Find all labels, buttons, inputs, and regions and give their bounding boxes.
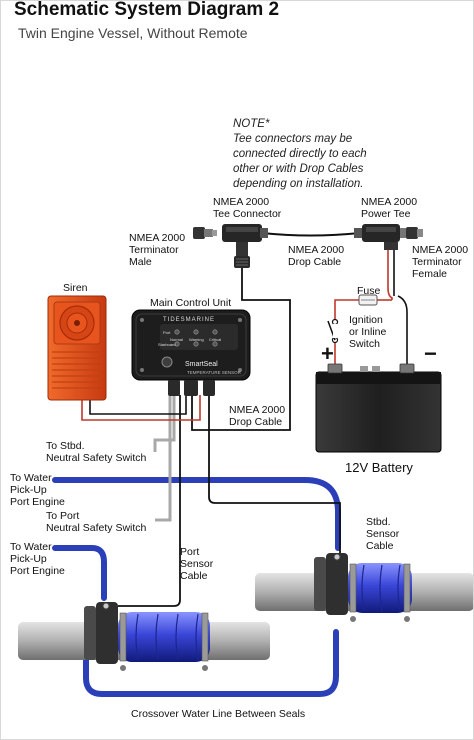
- mcu-product-subtitle: TEMPERATURE SENSOR: [187, 370, 241, 375]
- label-port-neutral-switch: To Port Neutral Safety Switch: [46, 510, 147, 534]
- label-stbd-neutral-switch: To Stbd. Neutral Safety Switch: [46, 440, 147, 464]
- mcu-status-leds: [174, 329, 218, 347]
- battery-icon: [315, 363, 442, 453]
- nmea-backbone: [261, 232, 395, 300]
- mcu-warning-text: Warning: [189, 337, 204, 342]
- terminator-female-icon: [406, 227, 423, 239]
- mcu-brand-text: TIDESMARINE: [163, 317, 216, 323]
- stbd-seal: [314, 553, 412, 622]
- stbd-sensor-cable: [208, 395, 341, 555]
- siren-wires: [81, 395, 201, 421]
- neutral-wires: [153, 395, 176, 522]
- installation-note: NOTE* Tee connectors may be connected di…: [233, 118, 367, 190]
- ignition-switch: [327, 318, 339, 344]
- mcu-stbd-text: Starboard: [158, 342, 176, 347]
- siren-wire-black: [89, 395, 187, 415]
- mcu-normal-text: Normal: [170, 337, 183, 342]
- mcu-port-text: Port: [163, 330, 171, 335]
- terminator-male-icon: [193, 227, 217, 239]
- main-control-unit: [131, 309, 251, 396]
- mcu-product-name: SmartSeal: [185, 361, 218, 368]
- battery-wires: [334, 295, 408, 372]
- label-terminator-female: NMEA 2000 Terminator Female: [412, 244, 469, 280]
- port-seal: [84, 602, 210, 671]
- page-subtitle: Twin Engine Vessel, Without Remote: [18, 25, 248, 41]
- water-lines: [52, 477, 341, 697]
- stbd-neutral-wire: [153, 395, 176, 452]
- mcu-drop-cable: [191, 268, 291, 431]
- battery-positive-wire: [334, 299, 360, 372]
- port-sensor-cable: [118, 395, 181, 607]
- label-water-pickup-1: To Water Pick-Up Port Engine: [10, 472, 65, 508]
- label-water-pickup-2: To Water Pick-Up Port Engine: [10, 541, 65, 577]
- page-title: Schematic System Diagram 2: [14, 0, 280, 20]
- label-terminator-male: NMEA 2000 Terminator Male: [129, 232, 186, 268]
- siren-wire-red: [81, 395, 201, 421]
- water-line-to-stbd: [52, 477, 341, 551]
- crossover-water-line: [83, 629, 339, 697]
- tee-connector-icon: [222, 224, 268, 268]
- battery-negative-sign: −: [424, 341, 437, 366]
- label-power-tee: NMEA 2000 Power Tee: [361, 196, 418, 220]
- label-fuse: Fuse: [357, 285, 381, 297]
- label-crossover-water-line: Crossover Water Line Between Seals: [131, 708, 306, 720]
- mcu-critical-text: Critical: [209, 337, 222, 342]
- label-drop-cable-mcu: NMEA 2000 Drop Cable: [229, 404, 286, 428]
- water-line-to-port: [52, 545, 107, 601]
- mcu-button: [161, 356, 173, 368]
- port-neutral-wire: [155, 395, 172, 522]
- label-drop-cable-top: NMEA 2000 Drop Cable: [288, 244, 345, 268]
- label-battery: 12V Battery: [345, 460, 413, 475]
- label-stbd-sensor-cable: Stbd. Sensor Cable: [366, 516, 400, 552]
- label-main-control-unit: Main Control Unit: [150, 297, 232, 309]
- battery-positive-sign: +: [321, 341, 334, 366]
- power-tee-drop: [387, 248, 393, 300]
- sensor-cables: [118, 268, 341, 607]
- siren-icon: [47, 295, 107, 401]
- label-port-sensor-cable: Port Sensor Cable: [180, 546, 214, 582]
- battery-negative-wire: [397, 295, 408, 372]
- power-tee-icon: [354, 224, 406, 250]
- label-ignition-switch: Ignition or Inline Switch: [349, 314, 387, 350]
- fuse: [358, 294, 378, 306]
- label-siren: Siren: [63, 282, 88, 294]
- label-tee-connector: NMEA 2000 Tee Connector: [213, 196, 282, 220]
